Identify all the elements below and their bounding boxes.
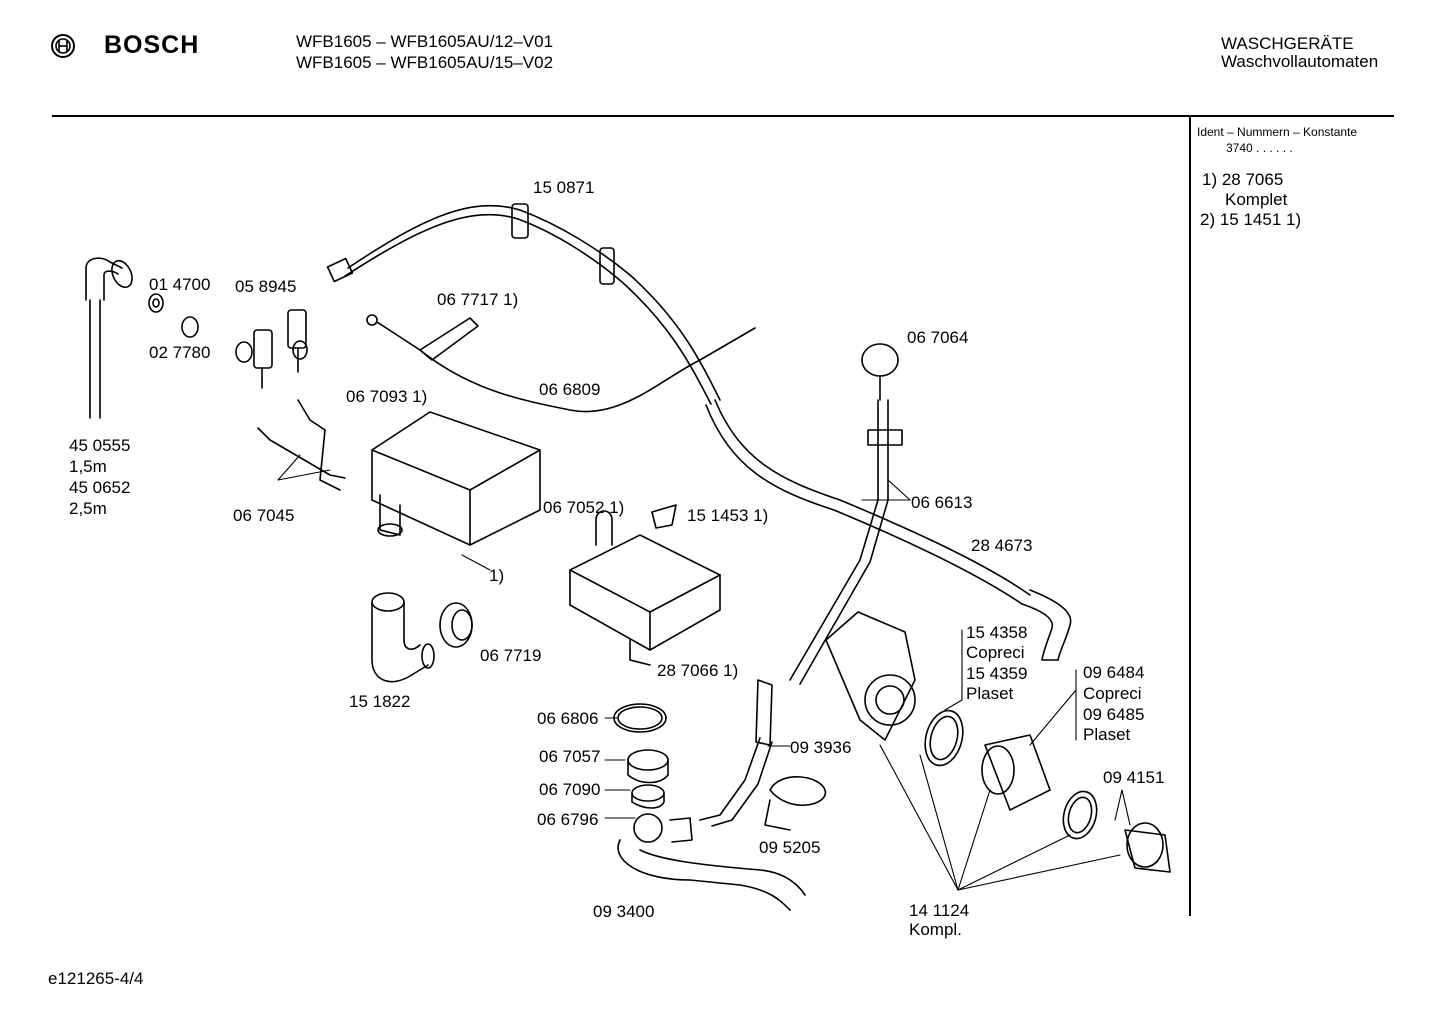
part-label-067064: 06 7064 <box>907 328 969 347</box>
part-label-067719: 06 7719 <box>480 646 542 665</box>
part-label-15m: 1,5m <box>69 457 107 476</box>
part-label-copreci-2: Copreci <box>1083 684 1142 703</box>
part-label-094151: 09 4151 <box>1103 768 1165 787</box>
part-label-note1: 1) <box>489 566 505 585</box>
model-line-1: WFB1605 – WFB1605AU/12–V01 <box>296 32 554 51</box>
header-rule <box>52 115 1394 117</box>
part-label-150871: 15 0871 <box>533 178 595 197</box>
part-label-284673: 28 4673 <box>971 536 1033 555</box>
part-label-067052: 06 7052 1) <box>543 498 625 517</box>
part-label-027780: 02 7780 <box>149 343 211 362</box>
inlet-hose-part <box>85 257 133 419</box>
short-hose-part <box>699 679 773 827</box>
note-1: 1) 28 7065 <box>1202 170 1284 189</box>
part-label-25m: 2,5m <box>69 499 107 518</box>
sump-part <box>613 703 806 911</box>
part-label-095205: 09 5205 <box>759 838 821 857</box>
part-label-151453: 15 1453 1) <box>687 506 769 525</box>
part-label-067045: 06 7045 <box>233 506 295 525</box>
part-label-kompl: Kompl. <box>909 920 962 939</box>
filter-027780 <box>181 316 199 338</box>
bellows-part <box>371 592 473 683</box>
drawing-code: e121265-4/4 <box>48 969 144 988</box>
part-label-066613: 06 6613 <box>911 493 973 512</box>
ident-title: Ident – Nummern – Konstante <box>1197 125 1358 139</box>
part-label-154359: 15 4359 <box>966 664 1028 683</box>
seal-014700 <box>148 293 164 313</box>
part-label-066796: 06 6796 <box>537 810 599 829</box>
part-label-154358: 15 4358 <box>966 623 1028 642</box>
drain-hose-part <box>705 399 1072 661</box>
part-label-287066: 28 7066 1) <box>657 661 739 680</box>
exploded-parts-diagram <box>85 203 1171 911</box>
part-label-plaset-2: Plaset <box>1083 725 1131 744</box>
part-label-141124: 14 1124 <box>909 901 970 920</box>
part-label-067717: 06 7717 1) <box>437 290 519 309</box>
part-label-093400: 09 3400 <box>593 902 655 921</box>
category-subtitle: Waschvollautomaten <box>1221 52 1379 71</box>
dispenser-housing-part <box>371 411 541 546</box>
part-label-058945: 05 8945 <box>235 277 297 296</box>
top-hose-part <box>326 203 721 405</box>
part-label-067090: 06 7090 <box>539 780 601 799</box>
ident-value: 3740 . . . . . . <box>1226 141 1293 155</box>
pipe-part <box>257 399 346 491</box>
part-label-plaset-1: Plaset <box>966 684 1014 703</box>
leader-lines <box>277 454 1131 891</box>
category-title: WASCHGERÄTE <box>1221 34 1354 53</box>
note-2: 2) 15 1451 1) <box>1200 210 1302 229</box>
wire-harness-part <box>366 314 756 413</box>
pressure-switch-part <box>789 343 903 685</box>
part-label-151822: 15 1822 <box>349 692 411 711</box>
part-label-096485: 09 6485 <box>1083 705 1145 724</box>
drawer-part <box>569 504 721 666</box>
model-line-2: WFB1605 – WFB1605AU/15–V02 <box>296 53 554 72</box>
part-label-067093: 06 7093 1) <box>346 387 428 406</box>
part-label-450555: 45 0555 <box>69 436 131 455</box>
part-label-copreci-1: Copreci <box>966 643 1025 662</box>
part-label-066809: 06 6809 <box>539 380 601 399</box>
sidebar-divider <box>1189 116 1191 916</box>
part-label-450652: 45 0652 <box>69 478 131 497</box>
valve-part <box>235 309 308 389</box>
part-label-096484: 09 6484 <box>1083 663 1145 682</box>
filter-part <box>764 776 827 831</box>
part-label-014700: 01 4700 <box>149 275 211 294</box>
bosch-emblem-icon <box>51 34 75 58</box>
seal-154358 <box>924 709 964 767</box>
note-1-komplet: Komplet <box>1225 190 1288 209</box>
part-label-066806: 06 6806 <box>537 709 599 728</box>
part-label-067057: 06 7057 <box>539 747 601 766</box>
bosch-logo: BOSCH <box>50 30 210 64</box>
brand-name: BOSCH <box>104 31 200 59</box>
part-label-093936: 09 3936 <box>790 738 852 757</box>
pump-part <box>825 611 1171 873</box>
